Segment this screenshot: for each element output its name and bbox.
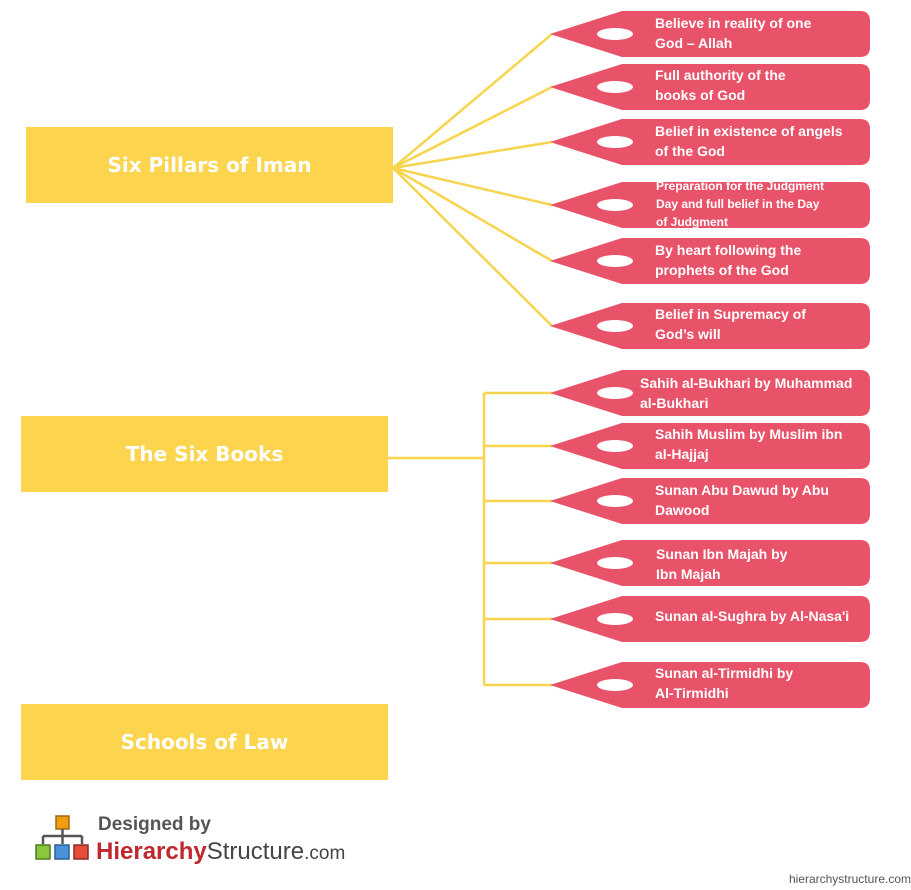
watermark-text: hierarchystructure.com: [788, 872, 911, 886]
tag-shape: [550, 119, 870, 165]
connector-line: [392, 85, 553, 170]
tag-hole: [597, 387, 633, 399]
connector-line: [392, 167, 553, 327]
tag-hole: [597, 557, 633, 569]
brand-main: Hierarchy: [96, 838, 207, 865]
connector-line: [392, 166, 553, 263]
tag-hole: [597, 136, 633, 148]
tag-hole: [597, 199, 633, 211]
tag-hole: [597, 255, 633, 267]
connectors: [388, 33, 553, 687]
connector-line: [392, 33, 553, 169]
tag-shape: [550, 303, 870, 349]
tag-shape: [550, 596, 870, 642]
tag-shape: [550, 662, 870, 708]
tag-text: Full authority of the books of God: [655, 67, 786, 103]
tag-hole: [597, 28, 633, 40]
tag-text: Sunan al-Tirmidhi by Al-Tirmidhi: [655, 665, 794, 701]
tag-shape: [550, 182, 870, 228]
group-box-schools: Schools of Law: [21, 704, 388, 780]
tag-hole: [597, 679, 633, 691]
tag-hole: [597, 440, 633, 452]
hierarchy-icon: [35, 815, 89, 860]
designed-by-label: Designed by: [98, 814, 211, 835]
brand-second: Structure: [206, 838, 305, 865]
tag-shape: [550, 11, 870, 57]
connector-line: [392, 140, 553, 170]
designed-by-logo: Designed by HierarchyStructure.com: [30, 810, 370, 870]
tag-text: Sahih Muslim by Muslim ibn al-Hajjaj: [655, 426, 843, 462]
tag-text: Believe in reality of one God – Allah: [655, 15, 812, 51]
tag-shape: [550, 540, 870, 586]
tags: [550, 11, 870, 708]
tag-text: By heart following the prophets of the G…: [655, 242, 802, 278]
tag-shape: [550, 64, 870, 110]
tag-shape: [550, 478, 870, 524]
connector-line: [392, 166, 553, 207]
tag-shape: [550, 370, 870, 416]
tag-text: Sunan Ibn Majah by Ibn Majah: [656, 546, 788, 582]
tag-text: Sahih al-Bukhari by Muhammad al-Bukhari: [640, 375, 853, 411]
tag-shape: [550, 423, 870, 469]
brand-name: HierarchyStructure.com: [96, 838, 345, 866]
tag-hole: [597, 320, 633, 332]
tag-text: Preparation for the Judgment Day and ful…: [656, 179, 825, 229]
tag-hole: [597, 613, 633, 625]
tag-hole: [597, 81, 633, 93]
group-box-pillars: Six Pillars of Iman: [26, 127, 393, 203]
tag-text: Belief in existence of angels of the God: [655, 123, 843, 159]
tag-text: Sunan Abu Dawud by Abu Dawood: [655, 482, 829, 518]
tag-text: Sunan al-Sughra by Al-Nasa'i: [655, 608, 850, 624]
brand-suffix: .com: [304, 843, 346, 864]
tag-shape: [550, 238, 870, 284]
tag-text: Belief in Supremacy of God’s will: [655, 306, 806, 342]
group-box-books: The Six Books: [21, 416, 388, 492]
tag-hole: [597, 495, 633, 507]
